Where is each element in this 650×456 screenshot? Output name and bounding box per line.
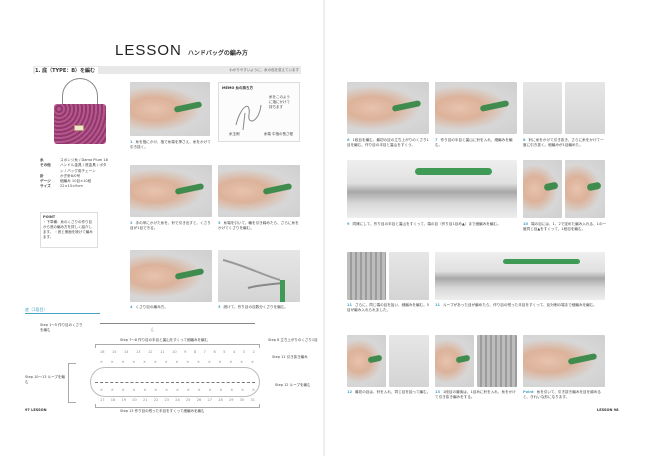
- step-11a-photo: [347, 252, 386, 300]
- diagram-heading: 底（1段目）: [25, 307, 100, 314]
- down-arrow-icon: ⇩: [150, 327, 156, 334]
- memo-box: MEMO 糸の持ち方 糸をこのように指にかけて持ちます 糸玉側 糸端 中指の長さ…: [218, 82, 300, 142]
- left-bracket: [68, 363, 76, 403]
- step-9-photo: [347, 160, 517, 218]
- chain-stitch-line: [95, 382, 255, 383]
- step-10a-photo: [523, 160, 562, 218]
- stitch-diagram: 底（1段目） Step 1〜5 作り目のくさりを編む ⇩ Step 7〜8 作り…: [20, 305, 320, 415]
- handbag-image: [52, 78, 108, 144]
- top-stitch-row: ✕✕✕✕✕✕✕✕✕✕✕✕✕✕✕: [100, 360, 255, 364]
- top-bracket: [95, 344, 260, 348]
- stitch-chart-oval: [90, 367, 260, 397]
- chain-row-line: [100, 323, 255, 324]
- diagram-label-right-top: Step 8 立ち上がりのくさり1目: [268, 338, 318, 342]
- bag-clasp: [74, 125, 84, 131]
- point-box: POINT ・下準備：糸のくさりの作り目から底の編み方を詳しく紹介します。 ・底…: [40, 212, 98, 248]
- diagram-label-top: Step 7〜8 作り目の半目と裏山をすくって細編みを編む: [120, 338, 208, 342]
- step-4-photo: [130, 250, 212, 302]
- page-number-right: LESSON 98: [597, 408, 619, 412]
- bottom-bracket: [95, 404, 260, 408]
- bag-body: [54, 104, 106, 144]
- diagram-label-row1: Step 1〜5 作り目のくさりを編む: [40, 323, 83, 332]
- yarn-holding-icon: [235, 104, 262, 131]
- step-2-photo: [130, 165, 212, 217]
- diagram-label-bottom: Step 13 作り目の残った半目をすくって細編みを編む: [120, 409, 205, 413]
- spec-row: 針かぎ針8/0号: [40, 173, 81, 178]
- step-8a-photo: [523, 82, 562, 134]
- step-1-photo: [130, 82, 210, 136]
- step-11-long-photo: [435, 252, 605, 300]
- step-12a-photo: [347, 335, 386, 387]
- step-12b-photo: [389, 335, 429, 387]
- diagram-label-right-mid: Step 11 引き抜き編み: [272, 355, 308, 359]
- step-10b-photo: [565, 160, 605, 218]
- step-3-photo: [218, 165, 300, 217]
- spec-row: その他ハンドル金具 / 底金具 / ボタン / バッグ用チェーン: [40, 163, 107, 173]
- lesson-title: LESSON: [115, 42, 182, 59]
- step-8b-photo: [565, 82, 605, 134]
- step-13a-photo: [435, 335, 474, 387]
- materials-list: 糸スポンジ糸 / Dama Plum 18 その他ハンドル金具 / 底金具 / …: [40, 158, 110, 190]
- lesson-subtitle: ハンドバッグの編み方: [187, 50, 248, 57]
- chain-yarn-icon: [222, 259, 285, 302]
- step-7-photo: [435, 82, 517, 134]
- point-photo: [523, 335, 605, 387]
- step-11b-photo: [389, 252, 429, 300]
- spec-row: ゲージ細編み 10目×10段: [40, 179, 92, 184]
- bottom-stitch-row: ✕✕✕✕✕✕✕✕✕✕✕✕✕✕✕: [100, 388, 255, 392]
- step-6-photo: [347, 82, 429, 134]
- page-number-left: 97 LESSON: [25, 408, 47, 412]
- section-label: 1. 底（TYPE：B）を編む: [35, 66, 99, 74]
- left-page: LESSON ハンドバッグの編み方 1. 底（TYPE：B）を編む わかりやすい…: [0, 0, 325, 456]
- section-note: わかりやすいように、糸の色を変えています: [229, 67, 299, 72]
- spec-row: 糸スポンジ糸 / Dama Plum 18: [40, 158, 108, 162]
- section-header-bar: 1. 底（TYPE：B）を編む わかりやすいように、糸の色を変えています: [33, 66, 301, 74]
- step-13b-photo: [477, 335, 517, 387]
- bag-strap: [62, 78, 98, 114]
- diagram-label-right-bottom: Step 12 ループを編む: [275, 383, 311, 387]
- page-title: LESSON ハンドバッグの編み方: [115, 42, 248, 59]
- step-5-photo: [218, 250, 300, 302]
- diagram-label-left: Step 10〜13 ループを編む: [25, 375, 65, 384]
